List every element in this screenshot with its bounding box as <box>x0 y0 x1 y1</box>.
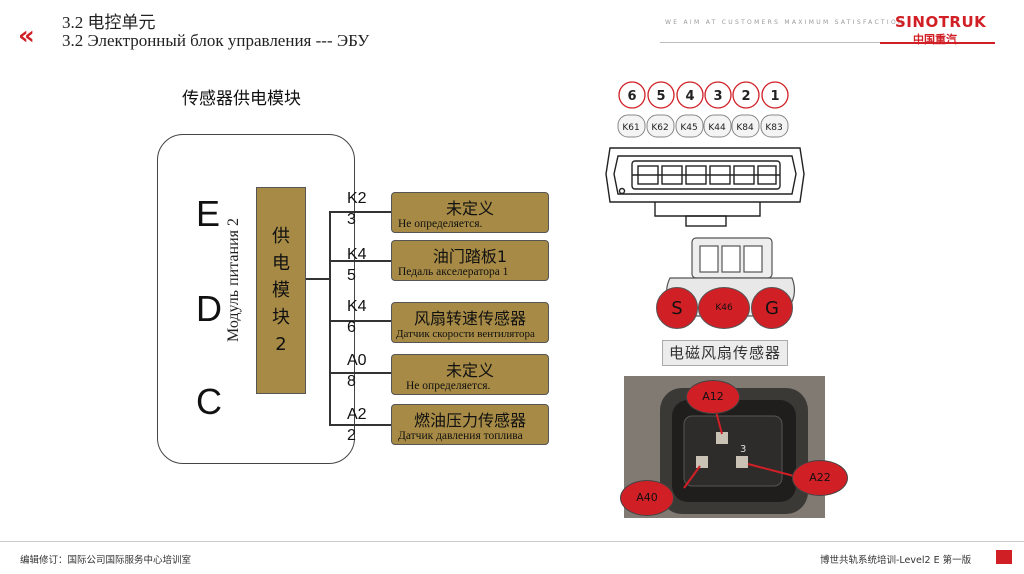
wire-branch <box>329 320 391 322</box>
svg-text:K45: K45 <box>680 123 697 133</box>
module-char: 模 <box>272 280 290 301</box>
sensor-box-fuel-pressure: 燃油压力传感器 Датчик давления топлива <box>391 404 549 445</box>
sensor-box-accelerator-pedal: 油门踏板1 Педаль акселератора 1 <box>391 240 549 281</box>
pin-number: 2 <box>741 89 750 104</box>
ecu-letter-d: D <box>196 288 222 329</box>
ecu-letter-c: C <box>196 381 222 422</box>
photo-tag-a40: A40 <box>620 480 674 516</box>
brand-logo: SINOTRUK <box>895 13 987 31</box>
pin-number: 4 <box>685 89 694 104</box>
wire-trunk <box>306 278 330 280</box>
photo-pin-label: 3 <box>740 444 746 455</box>
fan-sensor-pin-k46: K46 <box>698 287 750 329</box>
wire-bus <box>329 211 331 425</box>
wire-branch <box>329 211 391 213</box>
pin-number: 5 <box>656 89 665 104</box>
wire-branch <box>329 260 391 262</box>
power-module-side-label: Модуль питания 2 <box>225 218 243 342</box>
header-accent-divider <box>880 42 995 44</box>
page-title-ru: 3.2 Электронный блок управления --- ЭБУ <box>62 31 370 50</box>
connector-body-drawing <box>605 147 805 227</box>
wire-branch <box>329 372 391 374</box>
module-char: 电 <box>272 253 290 274</box>
footer-editor-note: 编辑修订：国际公司国际服务中心培训室 <box>20 555 192 566</box>
fan-sensor-pin-g: G <box>751 287 793 329</box>
brand-logo-cn: 中国重汽 <box>913 33 957 46</box>
connector-pin-numbers: 6 5 4 3 2 1 <box>618 81 789 109</box>
header-divider <box>660 42 880 43</box>
svg-text:K84: K84 <box>736 123 754 133</box>
pin-number: 6 <box>627 89 636 104</box>
section-title: 传感器供电模块 <box>182 89 301 109</box>
page-title-cn: 3.2 电控单元 <box>62 13 156 32</box>
brand-slogan: WE AIM AT CUSTOMERS MAXIMUM SATISFACTION <box>665 19 905 26</box>
fan-sensor-pin-s: S <box>656 287 698 329</box>
svg-text:K44: K44 <box>708 123 726 133</box>
sensor-box-undefined-1: 未定义 Не определяется. <box>391 192 549 233</box>
module-char: 2 <box>275 334 287 355</box>
wire-branch <box>329 424 391 426</box>
svg-text:K62: K62 <box>651 123 668 133</box>
footer-divider <box>0 541 1024 542</box>
photo-tag-a22: A22 <box>792 460 848 496</box>
power-supply-module: 供 电 模 块 2 <box>256 187 306 394</box>
connector-pin-codes: K61 K62 K45 K44 K84 K83 <box>617 114 789 138</box>
footer-course-label: 博世共轨系统培训-Level2 E 第一版 <box>820 555 972 566</box>
ecu-letter-e: E <box>196 193 221 234</box>
module-char: 供 <box>272 226 290 247</box>
pin-number: 3 <box>713 89 722 104</box>
fan-sensor-caption: 电磁风扇传感器 <box>662 340 788 366</box>
fuel-sensor-photo-drawing: 3 <box>624 376 825 518</box>
footer-accent-block <box>996 550 1012 564</box>
pin-number: 1 <box>770 89 779 104</box>
svg-text:K61: K61 <box>622 123 639 133</box>
svg-text:K83: K83 <box>765 123 782 133</box>
sensor-box-fan-speed: 风扇转速传感器 Датчик скорости вентилятора <box>391 302 549 343</box>
photo-tag-a12: A12 <box>686 380 740 414</box>
sensor-box-undefined-2: 未定义 Не определяется. <box>391 354 549 395</box>
back-chevrons-icon[interactable]: « <box>18 21 35 51</box>
connector-diagram: 6 5 4 3 2 1 K61 K62 K45 K44 K84 K83 <box>605 81 805 317</box>
module-char: 块 <box>272 307 290 328</box>
